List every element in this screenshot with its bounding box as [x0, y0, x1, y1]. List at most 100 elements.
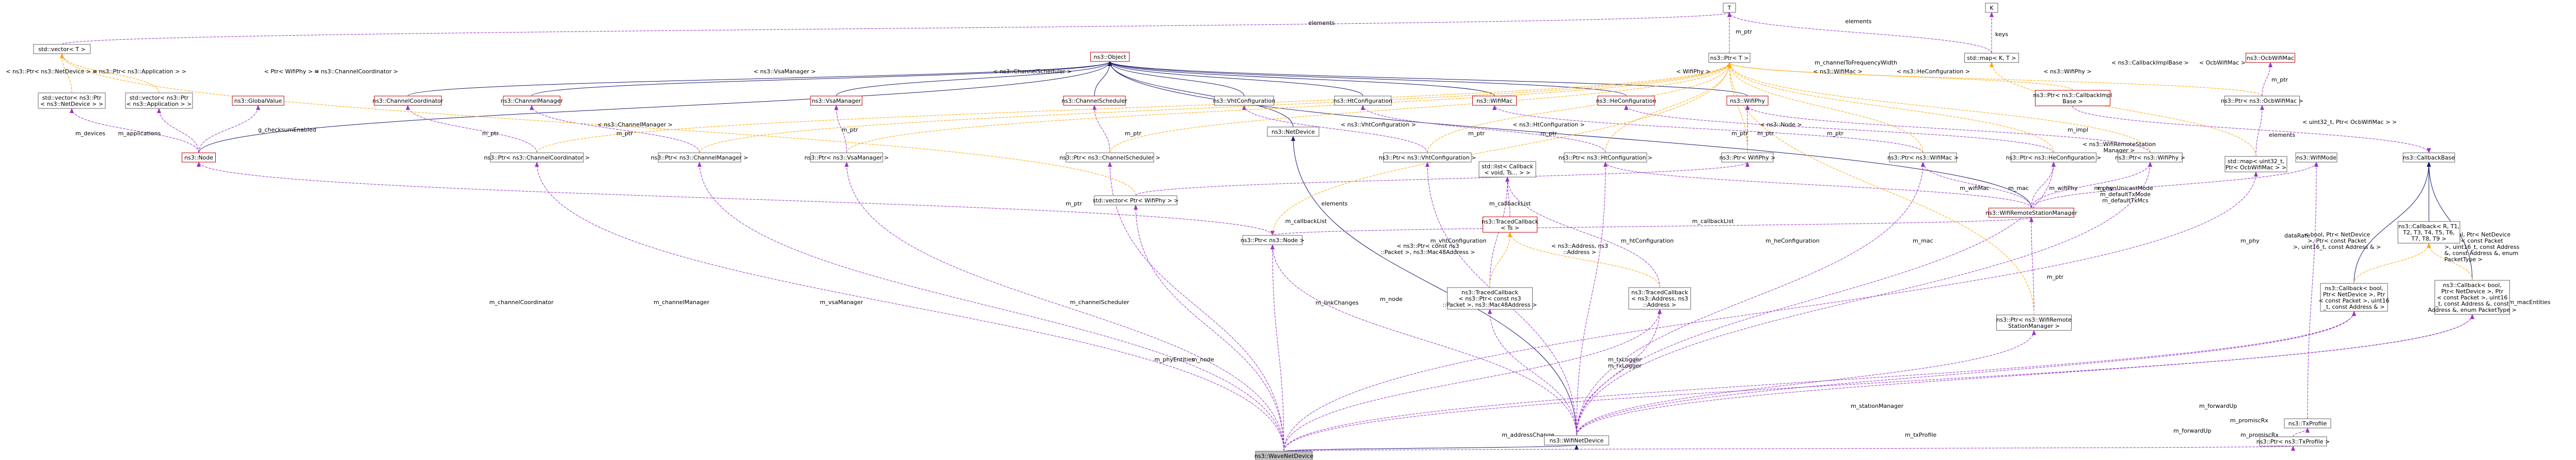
node-box: [810, 152, 883, 163]
edge-label-txprofile: m_txProfile: [1905, 432, 1936, 438]
edge-usage-wrsm-to-ptrHtConfiguration: [1603, 162, 2032, 209]
edge-label-tmpl-node: < ns3::Node >: [1760, 121, 1802, 128]
edge-usage-ptrVsaManager-to-vsamanager: [834, 105, 847, 153]
class-node-callbackR[interactable]: ns3::Callback< R, T1,T2, T3, T4, T5, T6,…: [2397, 221, 2460, 244]
edge-label-tmpl-cbimpl: < ns3::CallbackImplBase >: [2111, 59, 2189, 66]
class-node-wifinetdevice[interactable]: ns3::WifiNetDevice: [1544, 435, 1609, 446]
edge-usage-wifinetdevice-to-ptrWifiPhy2: [1576, 162, 2152, 436]
edge-usage-ptrNode-to-node: [197, 162, 1273, 236]
node-box: [1090, 52, 1130, 62]
class-node-vsamanager[interactable]: ns3::VsaManager: [810, 96, 863, 106]
node-label: Address &, enum PacketType >: [2428, 307, 2517, 313]
edge-usage-ptrChannelCoordinator-to-channelcoordinator: [406, 105, 537, 153]
class-node-ocbwifimac[interactable]: ns3::OcbWifiMac: [2246, 53, 2295, 63]
node-label: ns3::HtConfiguration: [1333, 98, 1392, 104]
edge-template-ptrWifiPhy1-to-ptrT: [1727, 62, 1748, 153]
class-node-ptrCallbackImplBase[interactable]: ns3::Ptr< ns3::CallbackImplBase >: [2033, 90, 2112, 106]
class-node-heconfiguration[interactable]: ns3::HeConfiguration: [1596, 96, 1657, 106]
class-node-node[interactable]: ns3::Node: [182, 152, 216, 163]
node-label: ns3::ChannelScheduler: [1061, 98, 1127, 104]
class-node-tracedcb1[interactable]: ns3::TracedCallback< ns3::Ptr< const ns3…: [1442, 287, 1537, 310]
edge-label-mptr-wifimac: m_ptr: [1540, 130, 1557, 137]
edge-label-elements-1: elements: [1308, 20, 1334, 26]
node-box: [1483, 216, 1537, 233]
class-node-globalvalue[interactable]: ns3::GlobalValue: [232, 96, 284, 106]
class-node-ptrHeConfiguration[interactable]: ns3::Ptr< ns3::HeConfiguration >: [2006, 152, 2102, 163]
edge-usage-wifinetdevice-to-ptrWifiMac: [1576, 162, 1925, 436]
class-node-cb2[interactable]: ns3::Callback< bool,Ptr< NetDevice >, Pt…: [2428, 280, 2517, 315]
node-box: [1721, 152, 1774, 163]
node-label: _t, const Address &, const: [2435, 300, 2509, 307]
class-node-K[interactable]: K: [1985, 3, 1998, 13]
node-label: < void, Ts... > >: [1484, 169, 1531, 176]
edge-label-channelwidth: m_channelToFrequencyWidth: [1815, 59, 1897, 66]
class-node-cb1[interactable]: ns3::Callback< bool,Ptr< NetDevice >, Pt…: [2318, 283, 2390, 312]
edge-usage-node-to-globalvalue: [198, 105, 260, 153]
node-box: [38, 92, 106, 109]
class-node-ptrTxProfile[interactable]: ns3::Ptr< ns3::TxProfile >: [2256, 436, 2330, 447]
class-node-vecPtrWifiPhy[interactable]: std::vector< Ptr< WifiPhy > >: [1093, 195, 1179, 205]
edge-label-forwardup-2: m_forwardUp: [2173, 427, 2211, 434]
class-node-htconfiguration[interactable]: ns3::HtConfiguration: [1333, 96, 1392, 106]
edge-label-mptr-cm: m_ptr: [616, 130, 633, 137]
edge-inherit-heconfiguration-to-object: [1108, 61, 1627, 97]
class-node-wifimode[interactable]: ns3::WifiMode: [2295, 152, 2338, 163]
edge-inherit-netdevice-to-object: [1108, 61, 1294, 128]
class-node-callbackbase[interactable]: ns3::CallbackBase: [2403, 152, 2455, 163]
node-label: ns3::WifiRemoteStationManager: [1985, 210, 2077, 216]
edge-label-vec-app: < ns3::Ptr< ns3::Application > >: [92, 68, 186, 75]
class-node-netdevice[interactable]: ns3::NetDevice: [1267, 126, 1319, 137]
node-box: [1723, 3, 1736, 13]
node-box: [125, 92, 193, 109]
class-node-vhtconfiguration[interactable]: ns3::VhtConfiguration: [1213, 96, 1276, 106]
node-box: [1472, 96, 1517, 106]
class-node-ptrWrsm[interactable]: ns3::Ptr< ns3::WifiRemoteStationManager …: [1996, 314, 2072, 331]
class-node-ptrWifiPhy2[interactable]: ns3::Ptr< ns3::WifiPhy >: [2115, 152, 2185, 163]
class-node-ptrVsaManager[interactable]: ns3::Ptr< ns3::VsaManager >: [804, 152, 889, 163]
class-node-channelmanager[interactable]: ns3::ChannelManager: [501, 96, 563, 106]
edge-usage-wavenetdevice-to-cb1: [1283, 311, 2356, 452]
class-node-ptrChannelScheduler[interactable]: ns3::Ptr< ns3::ChannelScheduler >: [1059, 152, 1160, 163]
class-node-ptrT[interactable]: ns3::Ptr< T >: [1708, 53, 1751, 63]
edge-template-ptrWrsm-to-ptrT: [1727, 62, 2034, 315]
class-node-channelscheduler[interactable]: ns3::ChannelScheduler: [1061, 96, 1127, 106]
edge-label-tmpl-cc: < ns3::ChannelCoordinator >: [314, 68, 399, 75]
node-label: ::Packet >, ns3::Mac48Address >: [1442, 302, 1537, 308]
node-box: [1267, 126, 1319, 137]
node-label: std::vector< T >: [38, 46, 85, 53]
node-box: [2397, 221, 2460, 244]
class-node-wavenetdevice[interactable]: ns3::WaveNetDevice: [1254, 451, 1313, 460]
node-label: _t, const Address & >: [2323, 304, 2385, 310]
class-node-vecPtrNetDev[interactable]: std::vector< ns3::Ptr< ns3::NetDevice > …: [38, 92, 106, 109]
edge-usage-wifinetdevice-to-ptrWrsm: [1576, 330, 2036, 436]
class-node-vecPtrApp[interactable]: std::vector< ns3::Ptr< ns3::Application …: [125, 92, 193, 109]
class-node-ptrChannelManager[interactable]: ns3::Ptr< ns3::ChannelManager >: [651, 152, 749, 163]
edge-label-channelmanager: m_channelManager: [654, 299, 709, 306]
class-node-ptrOcbWifiMac[interactable]: ns3::Ptr< ns3::OcbWifiMac >: [2221, 96, 2303, 106]
class-node-channelcoordinator[interactable]: ns3::ChannelCoordinator: [372, 96, 443, 106]
class-node-ptrWifiMac[interactable]: ns3::Ptr< ns3::WifiMac >: [1887, 152, 1959, 163]
class-node-ptrVhtConfiguration[interactable]: ns3::Ptr< ns3::VhtConfiguration >: [1379, 152, 1476, 163]
edge-template-ptrOcbWifiMac-to-ptrT: [1727, 62, 2263, 97]
class-node-stdlistCallback[interactable]: std::list< Callback< void, Ts... > >: [1478, 161, 1536, 178]
class-node-mapKT[interactable]: std::map< K, T >: [1964, 53, 2019, 63]
class-node-wifiphy[interactable]: ns3::WifiPhy: [1726, 96, 1769, 106]
class-node-T[interactable]: T: [1723, 3, 1736, 13]
class-node-wrsm[interactable]: ns3::WifiRemoteStationManager: [1985, 208, 2077, 218]
class-node-ptrChannelCoordinator[interactable]: ns3::Ptr< ns3::ChannelCoordinator >: [484, 152, 590, 163]
class-node-ptrNode[interactable]: ns3::Ptr< ns3::Node >: [1241, 235, 1305, 245]
class-node-ptrWifiPhy1[interactable]: ns3::Ptr< WifiPhy >: [1720, 152, 1776, 163]
class-node-wifimac[interactable]: ns3::WifiMac: [1472, 96, 1517, 106]
edge-label-tmpl-mapocb: < uint32_t, Ptr< OcbWifiMac > >: [2302, 119, 2397, 125]
node-label: < const Packet >, uint16: [2318, 297, 2389, 304]
class-node-vectorT[interactable]: std::vector< T >: [33, 44, 91, 54]
class-node-txprofile[interactable]: ns3::TxProfile: [2284, 418, 2331, 429]
edge-template-vecPtrApp-to-vectorT: [60, 53, 160, 93]
class-node-tracedcb2[interactable]: ns3::TracedCallback< ns3::Address, ns3::…: [1628, 287, 1691, 310]
class-node-ptrHtConfiguration[interactable]: ns3::Ptr< ns3::HtConfiguration >: [1559, 152, 1652, 163]
class-node-object[interactable]: ns3::Object: [1090, 52, 1130, 62]
class-node-tracedcallbackTs[interactable]: ns3::TracedCallback< Ts >: [1482, 216, 1539, 233]
edge-usage-wrsm-to-ptrHeConfiguration: [2031, 162, 2056, 209]
class-node-mapOcb[interactable]: std::map< uint32_t,Ptr< OcbWifiMac > >: [2224, 156, 2287, 172]
